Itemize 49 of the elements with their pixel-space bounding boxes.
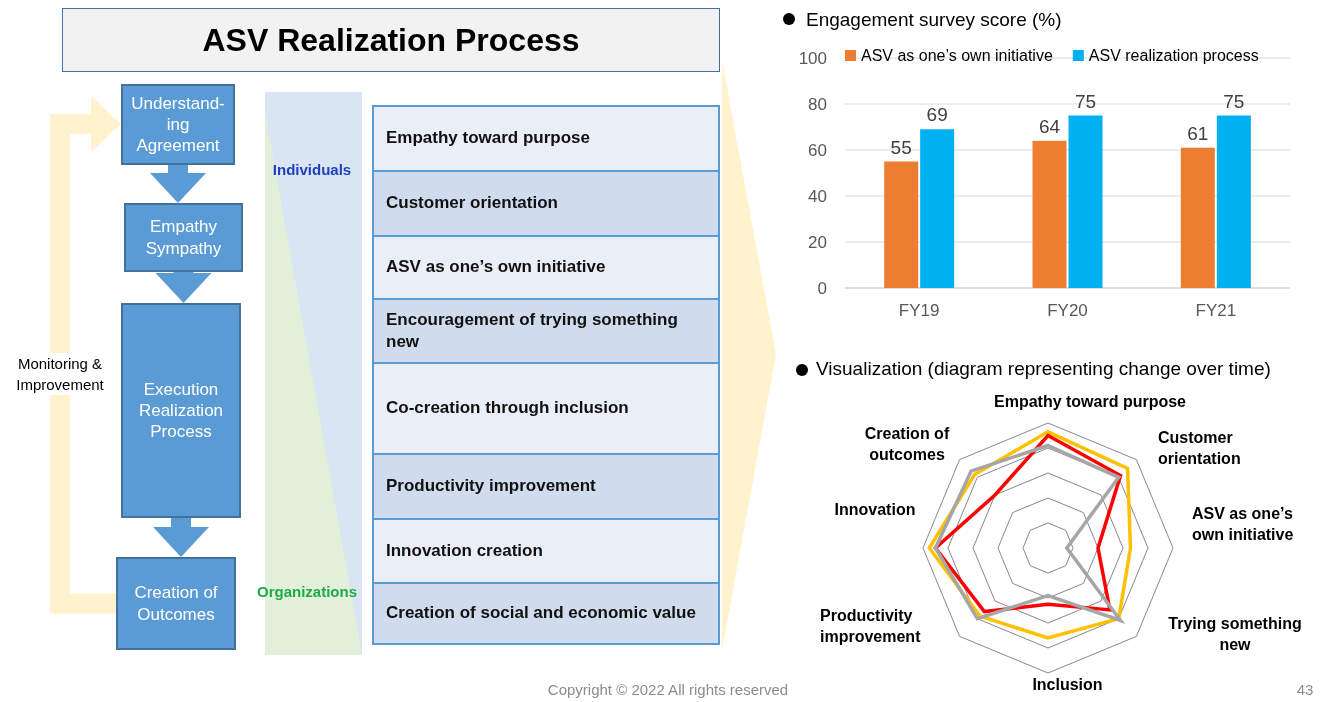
- radar-axis-label: ASV as one’s own initiative: [1192, 504, 1295, 545]
- process-box: Creation of Outcomes: [116, 557, 236, 650]
- axis-label: 100: [798, 49, 827, 68]
- radar-axis-label: Customer orientation: [1158, 428, 1242, 469]
- radar-axis-label: Innovation: [833, 500, 917, 520]
- table-row: Creation of social and economic value: [372, 584, 720, 645]
- axis-label: 60: [808, 141, 827, 160]
- process-box: Execution Realization Process: [121, 303, 241, 518]
- data-label: 69: [926, 104, 948, 126]
- process-box: Empathy Sympathy: [124, 203, 243, 272]
- table-row: Empathy toward purpose: [372, 105, 720, 172]
- arrow: [153, 518, 209, 557]
- axis-label: 40: [808, 187, 827, 206]
- arrow: [150, 165, 206, 203]
- page-number: 43: [1295, 680, 1315, 700]
- chevron-shape: [722, 60, 776, 650]
- table-row: ASV as one’s own initiative: [372, 237, 720, 300]
- data-label: 55: [890, 136, 912, 158]
- axis-label: FY21: [1195, 301, 1237, 320]
- copyright-notice: Copyright © 2022 All rights reserved: [546, 680, 790, 700]
- section-heading: Visualization (diagram representing change over time): [816, 357, 1272, 381]
- process-box: Understand-ing Agreement: [121, 84, 235, 165]
- radar-axis-label: Productivity improvement: [820, 606, 922, 647]
- group-label: Individuals: [271, 160, 353, 180]
- radar-axis-label: Creation of outcomes: [863, 424, 951, 465]
- table-row: Customer orientation: [372, 172, 720, 237]
- table-row: Innovation creation: [372, 520, 720, 584]
- data-label: 75: [1074, 90, 1097, 112]
- table-row: Encouragement of trying something new: [372, 300, 720, 364]
- group-label: Organizations: [256, 582, 358, 602]
- arrow: [155, 272, 212, 303]
- data-label: 75: [1223, 90, 1245, 112]
- table-row: Co-creation through inclusion: [372, 364, 720, 455]
- title-banner: ASV Realization Process: [62, 8, 720, 72]
- legend-label: ASV as one’s own initiative: [861, 47, 1053, 64]
- axis-label: 0: [817, 279, 827, 298]
- data-label: 64: [1038, 115, 1061, 137]
- axis-label: 80: [808, 95, 827, 114]
- radar-axis-label: Empathy toward purpose: [993, 392, 1187, 412]
- axis-label: FY19: [898, 301, 940, 320]
- radar-axis-label: Inclusion: [1031, 675, 1104, 695]
- radar-axis-label: Trying something new: [1167, 614, 1303, 655]
- data-label: 61: [1187, 122, 1209, 144]
- table-row: Productivity improvement: [372, 455, 720, 520]
- axis-label: 20: [808, 233, 827, 252]
- arrow: [50, 96, 121, 614]
- legend-label: ASV realization process: [1088, 47, 1259, 64]
- chart-title: Engagement survey score (%): [806, 9, 1062, 30]
- axis-label: FY20: [1047, 301, 1088, 320]
